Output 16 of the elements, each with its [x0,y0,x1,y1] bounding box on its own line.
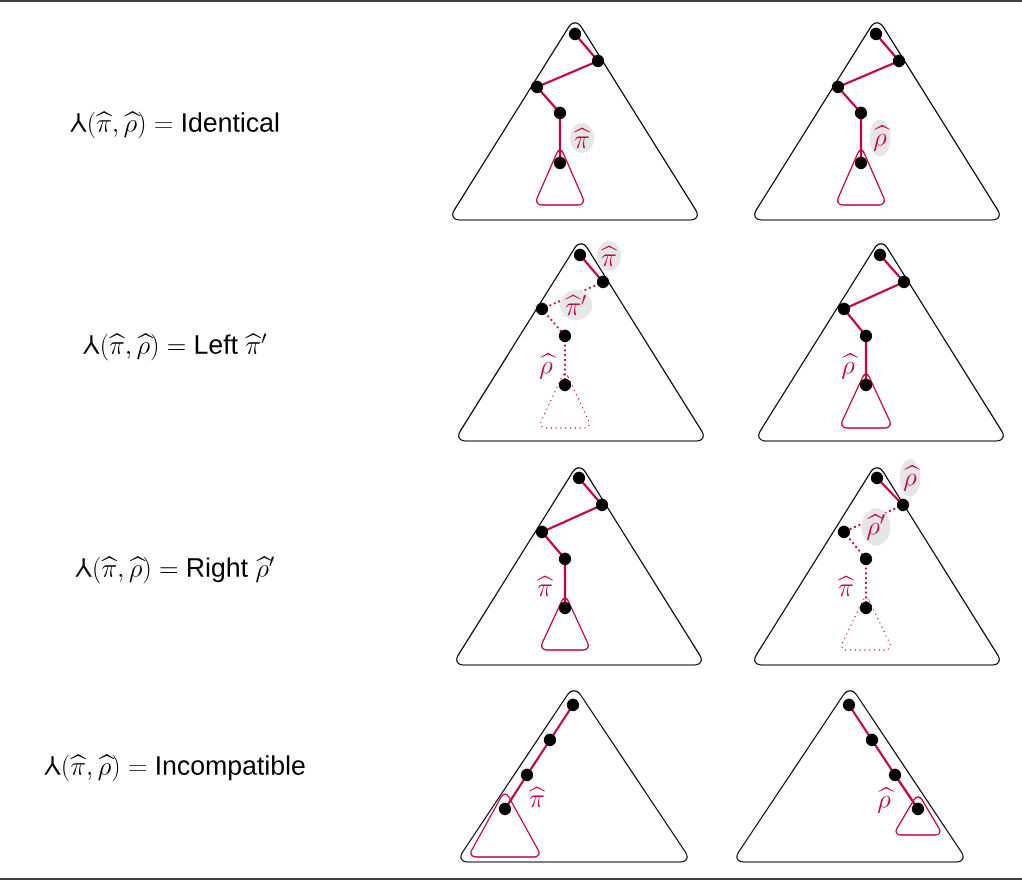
path-label: $\widehat{\pi}$ [537,575,553,597]
path-label: $\widehat{\pi}$ [838,575,854,597]
path-label: $\widehat{\pi}$ [529,786,545,808]
row-label: $\rotatebox[origin=c]{180}{$\mathsf{Y}$}(\widehat{\pi}, \widehat{\rho}) = \text{Identical}$ [70,111,279,139]
row-label: $\rotatebox[origin=c]{180}{$\mathsf{Y}$}(\widehat{\pi}, \widehat{\rho}) = \text{Right } \widehat{\rho}'$ [75,556,274,584]
highlighted-label: $\widehat{\pi}'$ [559,289,593,321]
row-label: $\rotatebox[origin=c]{180}{$\mathsf{Y}$}(\widehat{\pi}, \widehat{\rho}) = \text{Incompatible}$ [44,754,305,782]
row-label: $\rotatebox[origin=c]{180}{$\mathsf{Y}$}(\widehat{\pi}, \widehat{\rho}) = \text{Left } \widehat{\pi}'$ [83,333,267,361]
highlighted-label: $\widehat{\pi}$ [569,122,595,154]
highlighted-label: $\widehat{\rho}'$ [861,508,891,546]
path-label: $\widehat{\rho}$ [842,352,858,380]
highlighted-label: $\widehat{\rho}$ [869,119,891,157]
highlighted-label: $\widehat{\rho}$ [899,459,921,497]
path-label: $\widehat{\rho}$ [878,786,894,814]
path-label: $\widehat{\rho}$ [540,352,556,380]
highlighted-label: $\widehat{\pi}$ [596,240,622,272]
